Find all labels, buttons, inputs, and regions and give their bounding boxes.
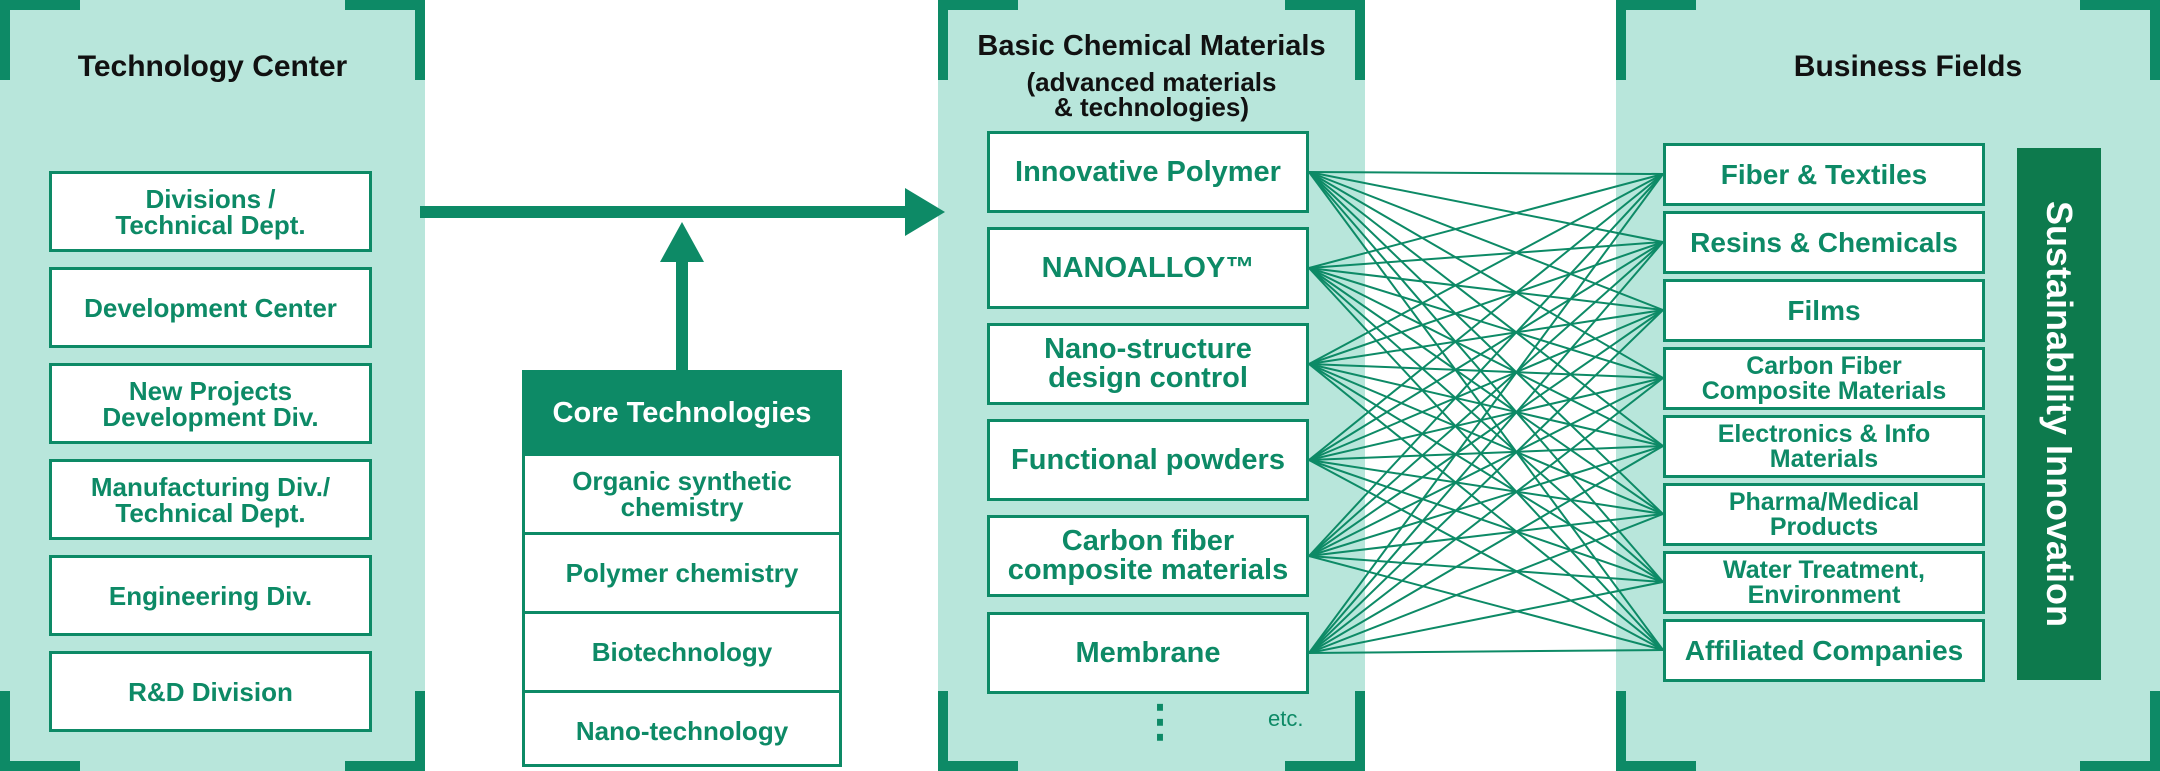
connector-line	[1308, 267, 1664, 583]
business-carbon-fiber-composite: Carbon Fiber Composite Materials	[1663, 347, 1985, 410]
connector-line	[1308, 309, 1664, 365]
business-resins-chemicals: Resins & Chemicals	[1663, 211, 1985, 274]
material-nanoalloy: NANOALLOY™	[987, 227, 1309, 309]
connector-line	[1308, 363, 1664, 583]
connector-line	[1308, 555, 1664, 583]
etc-label: etc.	[1268, 706, 1304, 731]
technology-center-panel: Technology Center Divisions / Technical …	[0, 0, 425, 771]
connector-line	[1308, 555, 1664, 651]
connector-line	[1308, 649, 1664, 654]
business-water-treatment: Water Treatment, Environment	[1663, 551, 1985, 614]
business-fiber-textiles: Fiber & Textiles	[1663, 143, 1985, 206]
core-item-polymer-chemistry: Polymer chemistry	[525, 532, 839, 611]
sustainability-innovation-bar: Sustainability Innovation	[2017, 148, 2101, 680]
connector-line	[1308, 459, 1664, 583]
connector-line	[1308, 363, 1664, 651]
tc-item-rd-division: R&D Division	[49, 651, 372, 732]
connector-line	[1308, 173, 1664, 654]
connector-line	[1308, 241, 1664, 269]
connector-line	[1308, 513, 1664, 654]
connector-line	[1308, 445, 1664, 461]
core-item-organic-synthetic: Organic synthetic chemistry	[525, 453, 839, 532]
core-item-nano-technology: Nano-technology	[525, 690, 839, 769]
connector-line	[1308, 267, 1664, 515]
material-membrane: Membrane	[987, 612, 1309, 694]
connector-line	[1308, 363, 1664, 515]
tc-item-manufacturing: Manufacturing Div./ Technical Dept.	[49, 459, 372, 540]
connector-line	[1308, 173, 1664, 461]
connector-line	[1308, 513, 1664, 557]
business-pharma-medical: Pharma/Medical Products	[1663, 483, 1985, 546]
core-technologies-box: Core Technologies Organic synthetic chem…	[522, 370, 842, 767]
connector-line	[1308, 267, 1664, 379]
connector-line	[1308, 171, 1664, 515]
business-affiliated-companies: Affiliated Companies	[1663, 619, 1985, 682]
material-functional-powders: Functional powders	[987, 419, 1309, 501]
sustainability-innovation-label: Sustainability Innovation	[2039, 200, 2080, 628]
connector-line	[1308, 173, 1664, 557]
connector-line	[1308, 173, 1664, 365]
main-arrow-head	[905, 188, 945, 236]
core-technologies-title: Core Technologies	[525, 373, 839, 453]
basic-materials-subtitle: (advanced materials & technologies)	[1026, 67, 1277, 122]
connector-line	[1308, 241, 1664, 461]
connector-line	[1308, 171, 1664, 447]
core-item-biotechnology: Biotechnology	[525, 611, 839, 690]
material-innovative-polymer: Innovative Polymer	[987, 131, 1309, 213]
connector-line	[1308, 459, 1664, 515]
connector-line	[1308, 377, 1664, 654]
connector-line	[1308, 171, 1664, 243]
connector-line	[1308, 363, 1664, 447]
connector-line	[1308, 173, 1664, 269]
connector-line	[1308, 445, 1664, 654]
basic-materials-title: Basic Chemical Materials	[977, 30, 1326, 62]
connector-line	[1308, 363, 1664, 379]
connector-line	[1308, 241, 1664, 557]
connector-line	[1308, 309, 1664, 557]
connector-line	[1308, 267, 1664, 311]
connector-line	[1308, 171, 1664, 175]
connector-line	[1308, 241, 1664, 654]
business-films: Films	[1663, 279, 1985, 342]
connector-line	[1308, 171, 1664, 379]
technology-center-title: Technology Center	[77, 50, 348, 83]
business-fields-title: Business Fields	[1793, 50, 2023, 83]
connector-line	[1308, 445, 1664, 557]
connector-line	[1308, 309, 1664, 654]
material-carbon-fiber: Carbon fiber composite materials	[987, 515, 1309, 597]
connector-line	[1308, 377, 1664, 461]
connector-line	[1308, 171, 1664, 583]
connector-line	[1308, 171, 1664, 311]
tc-item-new-projects: New Projects Development Div.	[49, 363, 372, 444]
core-arrow-head	[660, 222, 704, 262]
connector-line	[1308, 581, 1664, 654]
connector-line	[1308, 309, 1664, 461]
connector-line	[1308, 241, 1664, 365]
tc-item-development-center: Development Center	[49, 267, 372, 348]
business-electronics-info: Electronics & Info Materials	[1663, 415, 1985, 478]
connector-line	[1308, 377, 1664, 557]
connector-line	[1308, 267, 1664, 447]
tc-item-engineering: Engineering Div.	[49, 555, 372, 636]
tc-item-divisions: Divisions / Technical Dept.	[49, 171, 372, 252]
material-nano-structure: Nano-structure design control	[987, 323, 1309, 405]
